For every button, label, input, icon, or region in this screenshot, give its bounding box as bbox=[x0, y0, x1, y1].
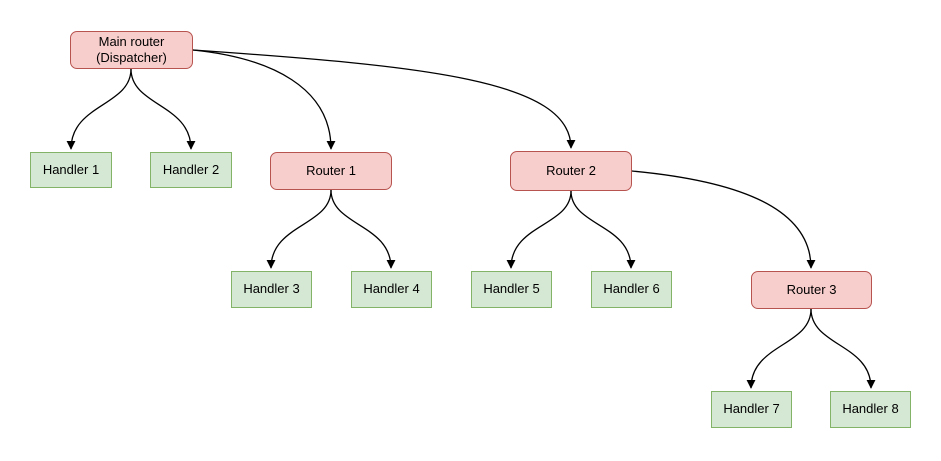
edge-router-3-to-handler-8 bbox=[810, 308, 876, 389]
main-router-node: Main router (Dispatcher) bbox=[70, 31, 193, 69]
handler-4-node: Handler 4 bbox=[351, 271, 432, 308]
edge-router-2-to-handler-6 bbox=[570, 190, 636, 269]
edge-router-2-to-handler-5 bbox=[506, 190, 572, 269]
edge-router-2-to-router-3 bbox=[631, 170, 816, 269]
edge-router-1-to-handler-3 bbox=[266, 189, 332, 269]
edge-main-router-to-handler-1 bbox=[66, 68, 132, 150]
handler-6-node: Handler 6 bbox=[591, 271, 672, 308]
handler-1-node: Handler 1 bbox=[30, 152, 112, 188]
handler-7-node: Handler 7 bbox=[711, 391, 792, 428]
handler-2-node: Handler 2 bbox=[150, 152, 232, 188]
edge-main-router-to-router-2 bbox=[192, 49, 576, 149]
edge-main-router-to-handler-2 bbox=[130, 68, 196, 150]
router-2-node: Router 2 bbox=[510, 151, 632, 191]
handler-5-node: Handler 5 bbox=[471, 271, 552, 308]
edge-main-router-to-router-1 bbox=[192, 49, 336, 150]
handler-8-node: Handler 8 bbox=[830, 391, 911, 428]
router-1-node: Router 1 bbox=[270, 152, 392, 190]
edge-router-1-to-handler-4 bbox=[330, 189, 396, 269]
edge-router-3-to-handler-7 bbox=[746, 308, 812, 389]
router-3-node: Router 3 bbox=[751, 271, 872, 309]
handler-3-node: Handler 3 bbox=[231, 271, 312, 308]
